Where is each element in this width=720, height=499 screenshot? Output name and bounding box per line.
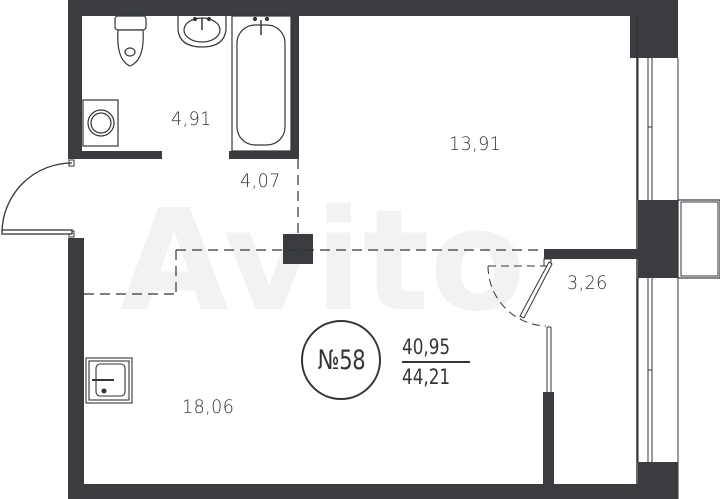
zone-dashed-lines (84, 159, 546, 295)
apartment-area-fraction: 40,95 44,21 (402, 336, 472, 388)
room-area-bathroom: 4,91 (171, 108, 212, 130)
entrance-door (1, 162, 73, 235)
room-divider-walls (298, 0, 638, 58)
apartment-number-badge: №58 (301, 320, 381, 400)
kitchen-sink-icon (85, 357, 133, 404)
balcony-door (487, 261, 553, 327)
apartment-number: №58 (317, 344, 365, 376)
total-area-value: 44,21 (402, 364, 451, 389)
room-area-living-kitchen: 18,06 (182, 396, 235, 418)
fraction-divider (402, 361, 470, 363)
washbasin-icon (177, 16, 227, 48)
room-area-bedroom: 13,91 (449, 133, 502, 155)
windows (546, 58, 720, 499)
room-area-hallway: 4,07 (240, 170, 281, 192)
toilet-icon (114, 15, 147, 67)
living-area-value: 40,95 (402, 335, 451, 359)
washing-machine-icon (82, 99, 119, 147)
bathtub-icon (231, 15, 292, 152)
walls (68, 0, 678, 499)
room-area-balcony: 3,26 (567, 272, 608, 294)
